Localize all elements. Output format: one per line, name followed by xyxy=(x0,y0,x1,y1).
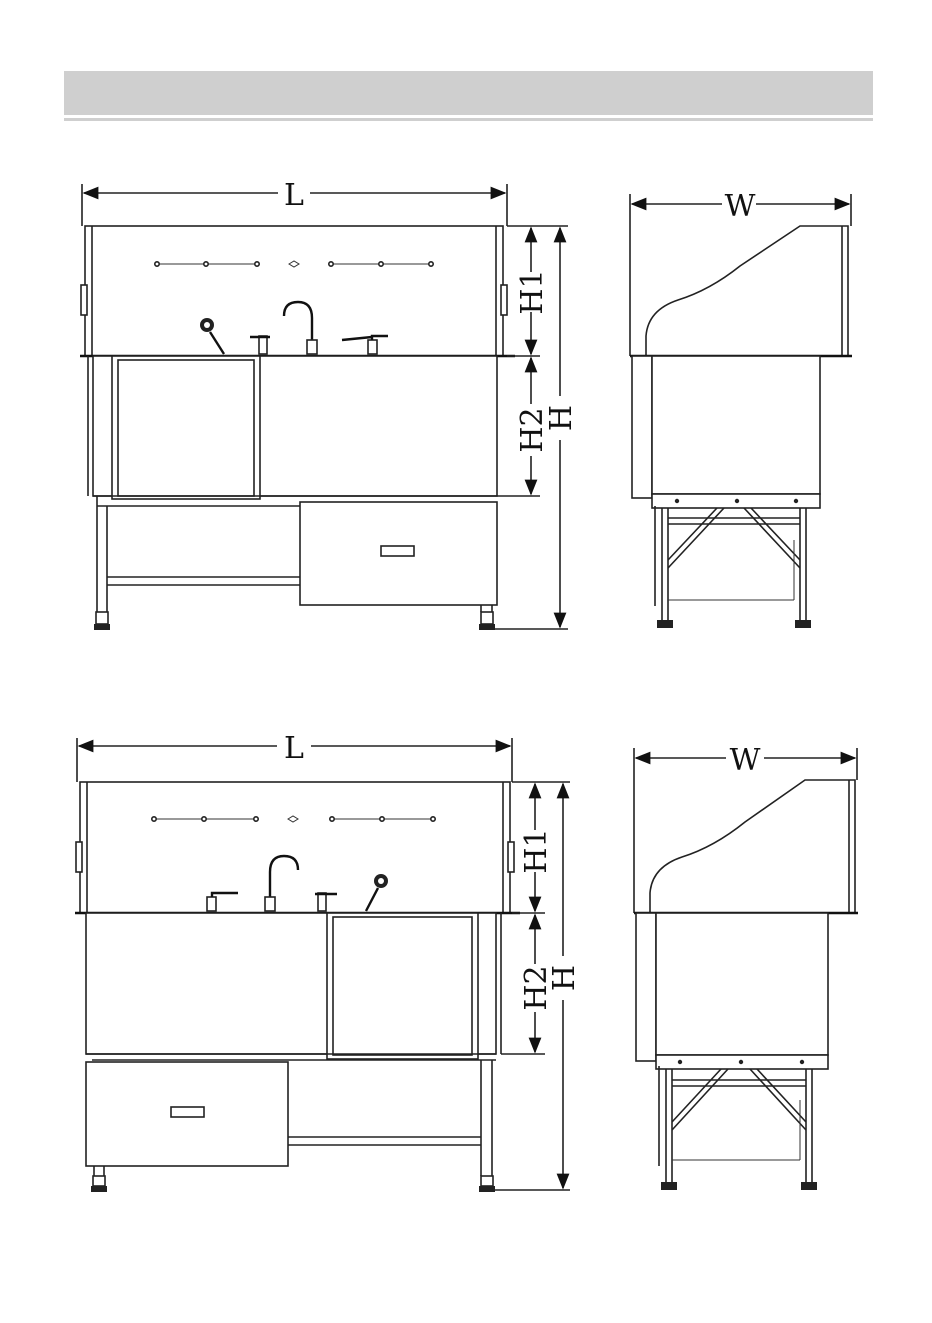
front-view-2: L xyxy=(75,731,582,1192)
backsplash-panel-2 xyxy=(80,782,510,913)
dim-label-l: L xyxy=(284,178,304,213)
dim-label-h: H xyxy=(544,405,579,431)
front-view-1: L xyxy=(80,178,579,630)
dim-label-w: W xyxy=(725,189,756,224)
drawer-handle xyxy=(381,546,414,556)
dim-label-h-2: H xyxy=(547,965,582,991)
side-profile-backsplash xyxy=(646,226,848,356)
side-view-1: W xyxy=(630,189,852,628)
side-view-2: W xyxy=(634,743,858,1190)
dim-label-h1-2: H1 xyxy=(519,828,554,873)
side-profile-backsplash-2 xyxy=(650,780,855,913)
drawer-handle-2 xyxy=(171,1107,204,1117)
backsplash-panel xyxy=(85,226,503,356)
dim-label-h1: H1 xyxy=(515,269,550,314)
dim-label-l-2: L xyxy=(284,731,304,766)
dim-label-w-2: W xyxy=(730,743,761,778)
